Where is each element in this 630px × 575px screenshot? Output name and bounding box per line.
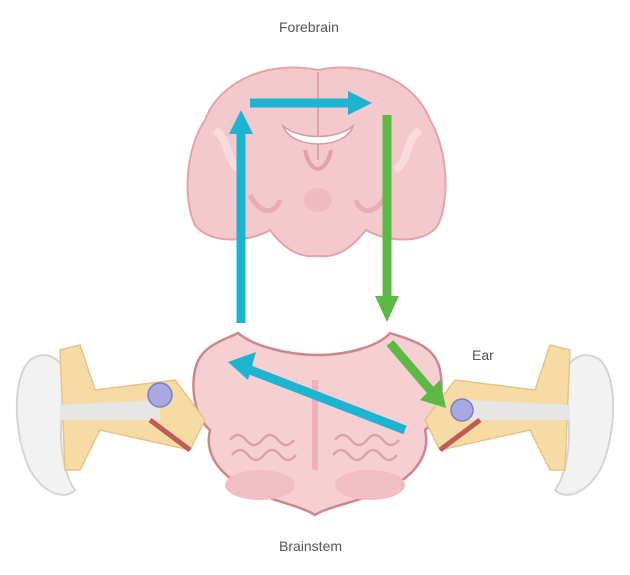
right-ear-illustration <box>424 344 615 496</box>
descending-pathway-arrows <box>375 115 446 408</box>
forebrain-label: Forebrain <box>279 19 339 35</box>
forebrain-illustration <box>186 66 447 258</box>
ear-label: Ear <box>472 347 494 363</box>
brainstem-label: Brainstem <box>279 538 343 554</box>
left-ear-illustration <box>15 344 206 496</box>
brainstem-illustration <box>192 331 443 517</box>
ascending-pathway-arrows <box>228 91 407 435</box>
